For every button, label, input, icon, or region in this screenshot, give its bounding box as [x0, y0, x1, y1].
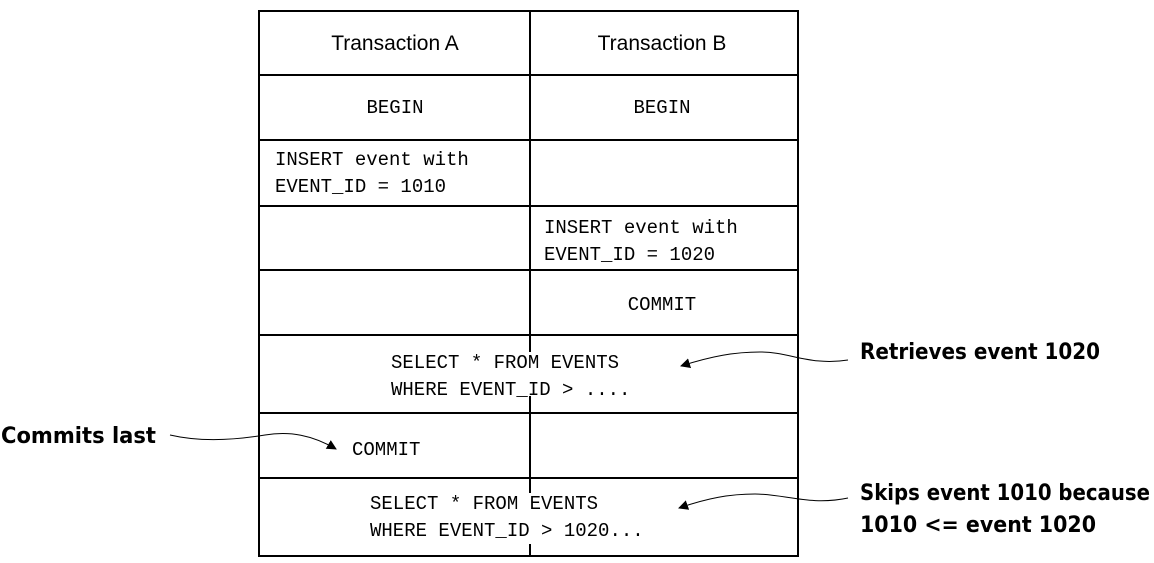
cell-b-insert-line2: EVENT_ID = 1020 — [544, 244, 715, 266]
annotation-skips-line1: Skips event 1010 because — [860, 481, 1150, 506]
arrow-retrieves — [680, 351, 849, 368]
table-grid — [258, 10, 799, 557]
select-1-line2: WHERE EVENT_ID > .... — [391, 379, 630, 401]
header-transaction-b: Transaction B — [598, 32, 727, 55]
annotation-retrieves: Retrieves event 1020 — [860, 340, 1100, 365]
cell-a-insert-line1: INSERT event with — [275, 149, 469, 171]
cell-a-commit: COMMIT — [352, 439, 420, 461]
annotation-commits-last: Commits last — [1, 424, 156, 449]
arrow-commits-last — [169, 433, 337, 450]
cell-b-insert-line1: INSERT event with — [544, 217, 738, 239]
select-2-line2: WHERE EVENT_ID > 1020... — [370, 520, 644, 542]
arrow-skips — [678, 493, 849, 510]
select-2-line1: SELECT * FROM EVENTS — [370, 493, 598, 515]
annotation-skips-line2: 1010 <= event 1020 — [860, 513, 1096, 538]
cell-a-insert-line2: EVENT_ID = 1010 — [275, 176, 446, 198]
cell-b-begin: BEGIN — [633, 97, 690, 119]
select-1-line1: SELECT * FROM EVENTS — [391, 352, 619, 374]
cell-a-begin: BEGIN — [366, 97, 423, 119]
header-transaction-a: Transaction A — [331, 32, 459, 55]
cell-b-commit: COMMIT — [628, 294, 696, 316]
